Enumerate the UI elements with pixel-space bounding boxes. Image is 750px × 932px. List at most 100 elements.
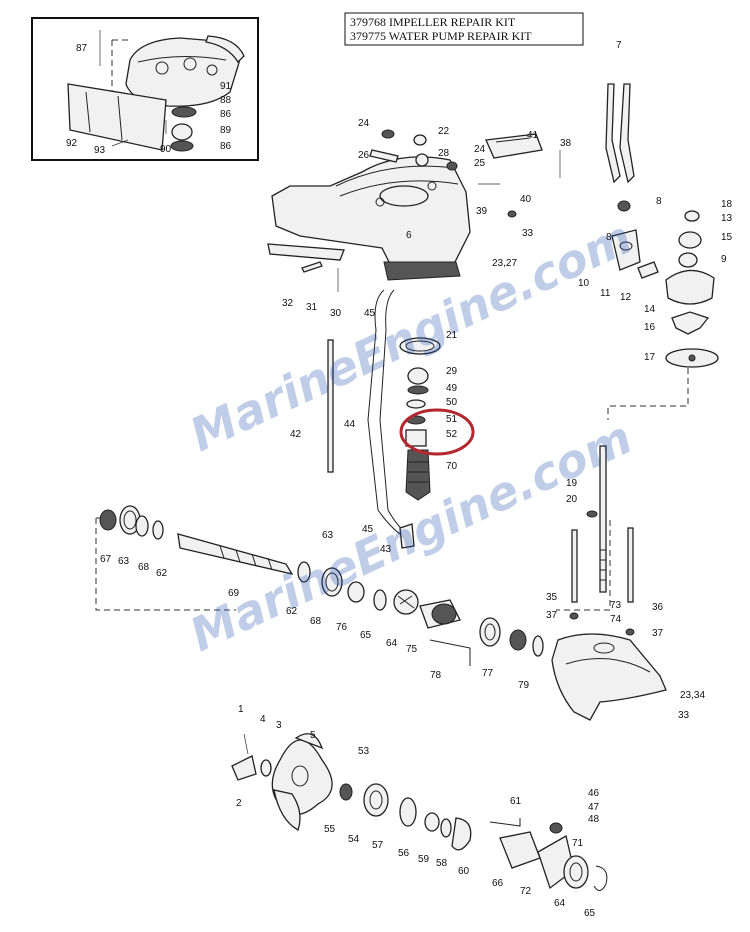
- callout-25: 25: [474, 158, 486, 169]
- callout-56: 56: [398, 848, 410, 859]
- callout-76: 76: [336, 622, 348, 633]
- callout-23-27: 23,27: [492, 258, 517, 269]
- callout-42: 42: [290, 429, 302, 440]
- callout-40: 40: [520, 194, 532, 205]
- propeller-group: [231, 733, 608, 891]
- callout-62-mid: 62: [286, 606, 298, 617]
- callout-88: 88: [220, 95, 232, 106]
- callout-4: 4: [260, 714, 266, 725]
- callout-14: 14: [644, 304, 656, 315]
- callout-45-top: 45: [364, 308, 376, 319]
- callout-31: 31: [306, 302, 318, 313]
- callout-46: 46: [588, 788, 600, 799]
- callout-59: 59: [418, 854, 430, 865]
- callout-79: 79: [518, 680, 530, 691]
- callout-77: 77: [482, 668, 494, 679]
- callout-91: 91: [220, 81, 232, 92]
- water-pump-group: [605, 83, 719, 420]
- callout-75: 75: [406, 644, 418, 655]
- callout-33-upper: 33: [522, 228, 534, 239]
- callout-63-mid: 63: [322, 530, 334, 541]
- callout-39: 39: [476, 206, 488, 217]
- inset-exhaust-housing-detail: [31, 17, 259, 161]
- callout-3: 3: [276, 720, 282, 731]
- callout-41: 41: [527, 130, 539, 141]
- callout-62-left: 62: [156, 568, 168, 579]
- callout-37-right: 37: [652, 628, 664, 639]
- callout-74: 74: [610, 614, 622, 625]
- callout-24-left: 24: [358, 118, 370, 129]
- callout-43: 43: [380, 544, 392, 555]
- callout-26: 26: [358, 150, 370, 161]
- callout-7: 7: [616, 40, 622, 51]
- callout-51: 51: [446, 414, 458, 425]
- callout-64-bottom: 64: [554, 898, 566, 909]
- callout-71: 71: [572, 838, 584, 849]
- repair-kit-header: 379768 IMPELLER REPAIR KIT 379775 WATER …: [344, 12, 584, 46]
- driveshaft-seal-stack: [327, 289, 441, 549]
- callout-65-bottom: 65: [584, 908, 596, 919]
- callout-60: 60: [458, 866, 470, 877]
- callout-68-mid: 68: [310, 616, 322, 627]
- callout-89: 89: [220, 125, 232, 136]
- callout-68-left: 68: [138, 562, 150, 573]
- callout-17: 17: [644, 352, 656, 363]
- callout-66: 66: [492, 878, 504, 889]
- callout-22: 22: [438, 126, 450, 137]
- callout-73: 73: [610, 600, 622, 611]
- callout-70: 70: [446, 461, 458, 472]
- lower-gear-housing: [551, 445, 667, 721]
- callout-28: 28: [438, 148, 450, 159]
- callout-72: 72: [520, 886, 532, 897]
- callout-33-lower: 33: [678, 710, 690, 721]
- callout-64-mid: 64: [386, 638, 398, 649]
- callout-5: 5: [310, 730, 316, 741]
- kit-line-2: 379775 WATER PUMP REPAIR KIT: [350, 29, 532, 43]
- callout-15: 15: [721, 232, 733, 243]
- callout-78: 78: [430, 670, 442, 681]
- callout-36: 36: [652, 602, 664, 613]
- callout-44: 44: [344, 419, 356, 430]
- callout-58: 58: [436, 858, 448, 869]
- callout-labels: 87 91 88 86 89 86 90 92 93 7 8 8 18 13 1…: [66, 40, 733, 919]
- callout-69: 69: [228, 588, 240, 599]
- callout-8-side: 8: [606, 232, 612, 243]
- callout-6: 6: [406, 230, 412, 241]
- callout-54: 54: [348, 834, 360, 845]
- callout-47: 47: [588, 802, 600, 813]
- callout-92: 92: [66, 138, 78, 149]
- callout-86-lower: 86: [220, 141, 232, 152]
- callout-13: 13: [721, 213, 733, 224]
- callout-23-34: 23,34: [680, 690, 705, 701]
- callout-55: 55: [324, 824, 336, 835]
- callout-21: 21: [446, 330, 458, 341]
- callout-53: 53: [358, 746, 370, 757]
- callout-29: 29: [446, 366, 458, 377]
- callout-90: 90: [160, 144, 172, 155]
- callout-11: 11: [600, 288, 611, 299]
- callout-93: 93: [94, 145, 106, 156]
- callout-86-upper: 86: [220, 109, 232, 120]
- kit-line-1: 379768 IMPELLER REPAIR KIT: [350, 15, 516, 29]
- callout-37-left: 37: [546, 610, 558, 621]
- callout-24-right: 24: [474, 144, 486, 155]
- callout-48: 48: [588, 814, 600, 825]
- callout-50: 50: [446, 397, 458, 408]
- callout-18: 18: [721, 199, 733, 210]
- callout-67: 67: [100, 554, 112, 565]
- callout-87: 87: [76, 43, 88, 54]
- callout-32: 32: [282, 298, 294, 309]
- callout-65-mid: 65: [360, 630, 372, 641]
- callout-20: 20: [566, 494, 578, 505]
- callout-19: 19: [566, 478, 578, 489]
- callout-2: 2: [236, 798, 242, 809]
- callout-49: 49: [446, 383, 458, 394]
- callout-35: 35: [546, 592, 558, 603]
- callout-61: 61: [510, 796, 522, 807]
- callout-8-top: 8: [656, 196, 662, 207]
- callout-12: 12: [620, 292, 632, 303]
- callout-52: 52: [446, 429, 458, 440]
- callout-16: 16: [644, 322, 656, 333]
- propeller-shaft-group: [95, 505, 611, 666]
